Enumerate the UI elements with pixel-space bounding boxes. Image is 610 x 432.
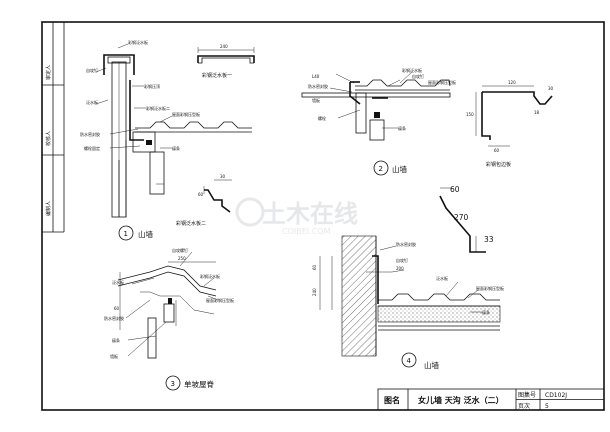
detail-1-caption: 山墙 <box>138 229 153 239</box>
wrap-board: 120 30 150 60 18 彩钢包边板 <box>466 80 554 168</box>
flashing-1-caption: 彩钢泛水板一 <box>202 72 232 79</box>
detail-2-number-circle <box>373 160 389 176</box>
d2-annot-1: 自攻钉 <box>412 73 424 79</box>
sheet-border <box>41 21 605 411</box>
wrap-dim-top: 120 <box>508 80 516 85</box>
flashing-2-dim-a: 30 <box>220 174 226 179</box>
detail-3-caption: 单坡屋脊 <box>184 379 214 389</box>
d3-dim-h: 60 <box>114 306 120 311</box>
watermark-logo <box>235 197 265 227</box>
d1-annot-7: 檩条 <box>172 145 180 151</box>
flashing-2-dim-b: 60 <box>198 192 204 197</box>
d2-annot-0: 彩钢泛水板 <box>402 67 422 73</box>
d3-annot-6: 墙板 <box>110 353 118 359</box>
page-label: 页次 <box>518 402 530 410</box>
detail-1: 彩钢泛水板 自攻钉 彩钢压顶 泛水板 彩钢泛水板二 屋面彩钢压型板 防水密封胶 … <box>80 39 252 241</box>
d2-annot-3: 防水密封胶 <box>308 83 328 89</box>
d2-annot-5: 螺栓 <box>318 115 326 121</box>
d4-dim-b: 270 <box>454 213 469 222</box>
flashing-board-1: 240 彩钢泛水板一 <box>197 44 255 79</box>
d4-annot-0: 防水密封胶 <box>396 241 416 247</box>
detail-4-flashing-profile: 60 270 33 <box>439 185 494 253</box>
d2-dim-lead: L40 <box>312 74 320 79</box>
watermark: 土木在线 COIBEI.COM <box>235 197 358 236</box>
d3-annot-5: 檩条 <box>112 337 120 343</box>
d1-annot-2: 彩钢压顶 <box>144 83 160 89</box>
watermark-main: 土木在线 <box>262 200 358 228</box>
detail-3-number: 3 <box>171 380 175 388</box>
d4-dim-h1: 60 <box>312 264 317 270</box>
d1-annot-5: 屋面彩钢压型板 <box>172 111 200 117</box>
detail-2: 彩钢泛水板 自攻钉 屋面彩钢压型板 防水密封胶 檩条 螺栓 墙板 L40 2 山… <box>301 67 456 176</box>
d4-annot-3: 檩条 <box>482 309 490 315</box>
d1-annot-0: 彩钢泛水板 <box>128 39 148 45</box>
wrap-caption: 彩钢包边板 <box>486 161 511 168</box>
d3-annot-2: 屋面彩钢压型板 <box>206 297 234 303</box>
d2-annot-2: 屋面彩钢压型板 <box>428 79 456 85</box>
d4-dim-d: 200 <box>396 266 404 271</box>
detail-1-number: 1 <box>124 230 128 238</box>
detail-4-number: 4 <box>407 357 412 365</box>
detail-4: 防水密封胶 泛水板 屋面彩钢压型板 檩条 自攻钉 200 60 240 4 山墙 <box>312 235 504 370</box>
side-strip: 审定人 校核人 编制人 <box>42 22 65 233</box>
detail-3-number-circle <box>165 375 181 391</box>
detail-1-number-circle <box>118 225 134 241</box>
d3-annot-4: 防水密封胶 <box>104 315 124 321</box>
set-value: CD102J <box>545 392 567 399</box>
wrap-dim-h: 150 <box>466 112 474 117</box>
flashing-board-2: 30 60 彩钢泛水板二 <box>176 174 232 227</box>
title-name-label: 图名 <box>384 395 400 405</box>
d1-annot-1: 自攻钉 <box>86 67 98 73</box>
side-label-checker: 校核人 <box>45 131 52 146</box>
wrap-dim-bottom: 60 <box>494 148 500 153</box>
d4-wall <box>341 235 377 357</box>
d1-annot-3: 泛水板 <box>86 99 98 105</box>
d2-annot-6: 墙板 <box>312 97 320 103</box>
d4-dim-a: 60 <box>450 185 460 194</box>
side-label-drafter: 编制人 <box>45 201 52 216</box>
detail-4-number-circle <box>401 352 417 368</box>
d4-dim-c: 33 <box>484 235 494 244</box>
d3-dim-w: 250 <box>178 256 186 261</box>
d2-annot-4: 檩条 <box>398 125 406 131</box>
wrap-dim-small: 18 <box>534 110 540 115</box>
page-value: 5 <box>545 403 549 410</box>
d3-annot-3: 泛水板 <box>112 279 124 285</box>
flashing-2-caption: 彩钢泛水板二 <box>176 220 206 227</box>
detail-2-number: 2 <box>379 165 383 173</box>
title-block: 图名 女儿墙 天沟 泛水（二） 图集号 CD102J 页次 5 <box>377 388 605 411</box>
detail-3: 自攻螺钉 彩钢泛水板 屋面彩钢压型板 泛水板 防水密封胶 檩条 墙板 250 6… <box>104 247 234 391</box>
d1-annot-8: 螺栓固定 <box>84 145 100 151</box>
side-label-reviewer: 审定人 <box>45 65 52 80</box>
d1-annot-4: 彩钢泛水板二 <box>146 105 170 111</box>
detail-4-caption: 山墙 <box>424 360 439 370</box>
d4-dim-h2: 240 <box>312 288 317 296</box>
set-label: 图集号 <box>518 391 536 399</box>
d4-annot-2: 屋面彩钢压型板 <box>476 285 504 291</box>
drawing-title: 女儿墙 天沟 泛水（二） <box>418 395 504 405</box>
d3-annot-0: 自攻螺钉 <box>172 247 188 253</box>
d4-annot-4: 自攻钉 <box>396 257 408 263</box>
watermark-sub: COIBEI.COM <box>282 227 331 236</box>
wrap-dim-right: 30 <box>548 86 554 91</box>
d1-annot-6: 防水密封胶 <box>80 131 100 137</box>
d3-annot-1: 彩钢泛水板 <box>200 273 220 279</box>
flashing-1-dim: 240 <box>220 44 228 49</box>
detail-2-caption: 山墙 <box>392 164 407 174</box>
d4-annot-1: 泛水板 <box>436 275 448 281</box>
